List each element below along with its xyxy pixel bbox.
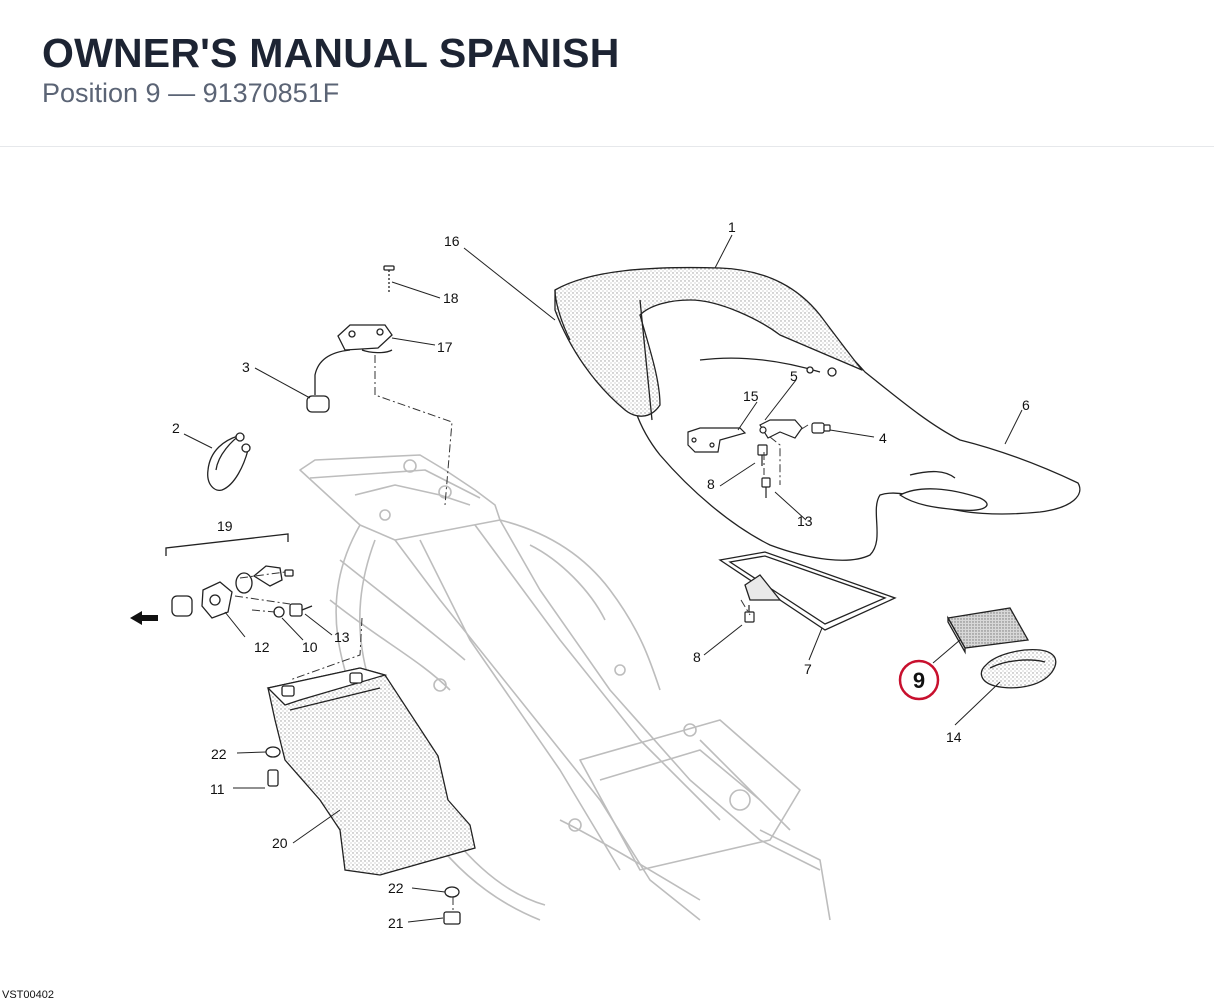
callout-20: 20 [272,835,288,851]
callout-22-lower: 22 [388,880,404,896]
callout-labels: 1 2 3 4 5 6 7 8 8 10 11 12 13 13 13 14 1… [172,219,1030,931]
page-title: OWNER'S MANUAL SPANISH [42,30,620,76]
seat-assembly [554,266,1081,561]
callout-3: 3 [242,359,250,375]
callout-7: 7 [804,661,812,677]
callout-18: 18 [443,290,459,306]
callout-19: 19 [217,518,233,534]
callout-9: 9 [913,668,925,693]
callout-8-upper: 8 [707,476,715,492]
latch-cable-parts [207,265,395,491]
under-panel-part [265,667,476,925]
exploded-parts-diagram: 1 2 3 4 5 6 7 8 8 10 11 12 13 13 13 14 1… [0,147,1214,1003]
callout-2: 2 [172,420,180,436]
callout-8-lower: 8 [693,649,701,665]
leader-lines [183,234,1023,923]
callout-11: 11 [210,781,225,797]
callout-17: 17 [437,339,453,355]
alignment-lines [234,355,809,910]
lock-assembly-parts [130,533,313,625]
page-header: OWNER'S MANUAL SPANISH Position 9 — 9137… [0,0,1214,147]
tray-part [718,551,897,631]
callout-12: 12 [254,639,270,655]
callout-13-upper: 13 [797,513,813,529]
callout-4: 4 [879,430,887,446]
callout-16: 16 [444,233,460,249]
callout-13-left: 13 [334,629,350,645]
callout-1: 1 [728,219,736,235]
highlighted-callout: 9 [898,659,940,701]
callout-21: 21 [388,915,404,931]
callout-15: 15 [743,388,759,404]
callout-6: 6 [1022,397,1030,413]
callout-14: 14 [946,729,962,745]
callout-5: 5 [790,368,798,384]
page-subtitle: Position 9 — 91370851F [42,78,340,108]
callout-22-upper: 22 [211,746,227,762]
drawing-code: VST00402 [2,989,54,1001]
owners-manual-part [946,607,1030,655]
highlight-circle [898,659,940,701]
pouch-part [980,649,1057,689]
callout-10: 10 [302,639,318,655]
